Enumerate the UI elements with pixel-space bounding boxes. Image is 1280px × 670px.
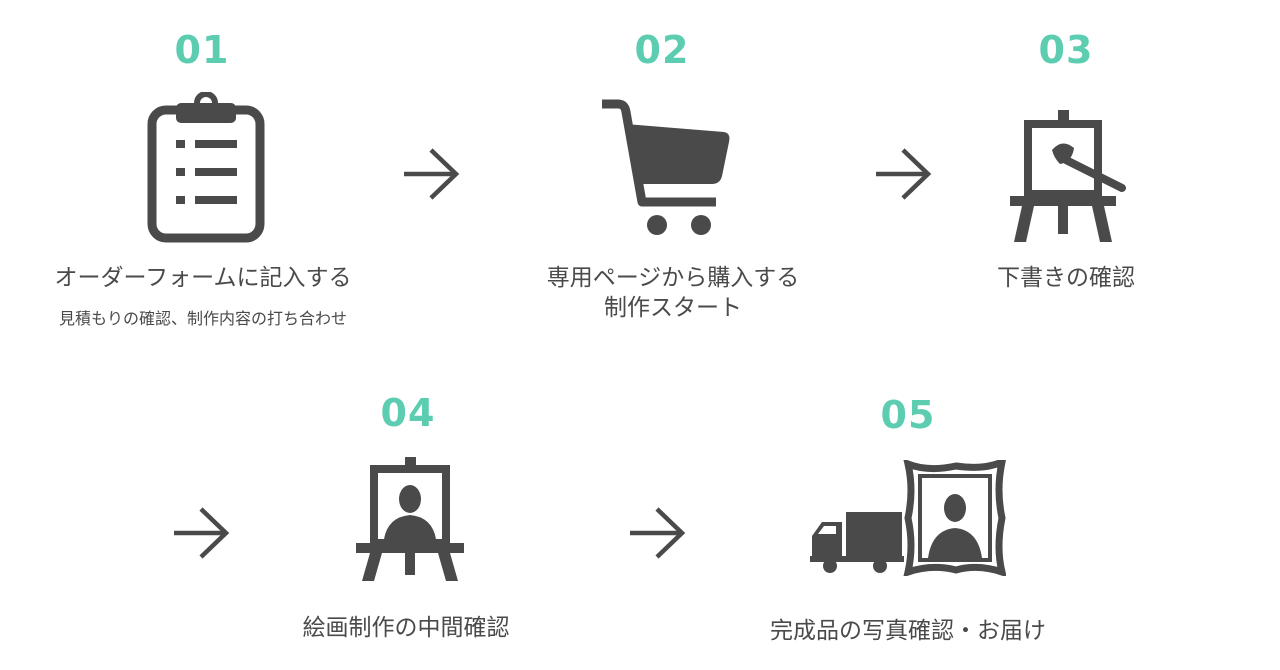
arrow-right-icon — [172, 505, 230, 565]
step-05-number: 05 — [880, 393, 936, 437]
step-03-number: 03 — [1038, 28, 1094, 72]
shopping-cart-icon — [598, 98, 734, 244]
arrow-right-icon — [402, 146, 460, 206]
step-02-number: 02 — [634, 28, 690, 72]
step-01-title: オーダーフォームに記入する — [54, 265, 352, 291]
step-01-subtitle: 見積もりの確認、制作内容の打ち合わせ — [58, 309, 347, 328]
easel-brush-icon — [1006, 108, 1130, 250]
step-04-number: 04 — [380, 391, 436, 435]
arrow-right-icon — [874, 146, 932, 206]
step-02-title-line2: 制作スタート — [604, 295, 742, 321]
step-02-title-line1: 専用ページから購入する — [546, 265, 800, 291]
truck-framed-portrait-icon — [808, 456, 1007, 580]
clipboard-icon — [144, 91, 268, 248]
step-04-title: 絵画制作の中間確認 — [302, 615, 510, 641]
arrow-right-icon — [628, 505, 686, 565]
step-03-title: 下書きの確認 — [997, 265, 1135, 291]
easel-portrait-icon — [354, 455, 466, 587]
step-01-number: 01 — [174, 28, 230, 72]
step-05-title: 完成品の写真確認・お届け — [770, 618, 1046, 644]
